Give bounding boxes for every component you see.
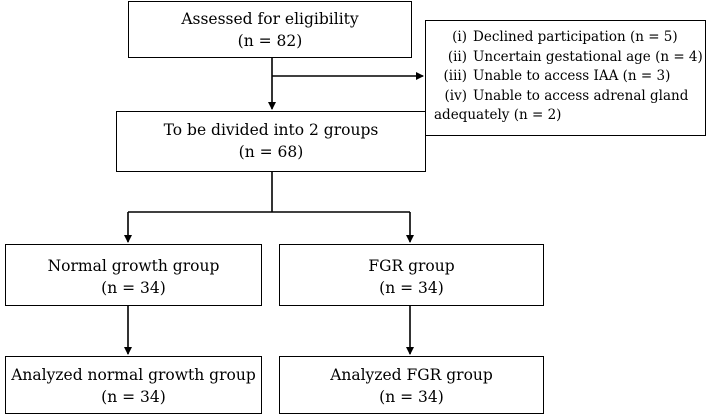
analyzed-normal-title: Analyzed normal growth group — [11, 366, 256, 384]
analyzed-fgr-count: (n = 34) — [379, 388, 444, 406]
analyzed-normal-count: (n = 34) — [101, 388, 166, 406]
exclusion-number: (ii) — [447, 48, 467, 65]
fgr-group-box: FGR group (n = 34) — [279, 244, 544, 306]
exclusion-item: (ii) Uncertain gestational age (n = 4) — [434, 48, 703, 68]
exclusion-text: Unable to access adrenal gland — [473, 87, 689, 104]
exclusion-text: Declined participation (n = 5) — [473, 29, 678, 45]
analyzed-fgr-box: Analyzed FGR group (n = 34) — [279, 356, 544, 414]
fgr-group-title: FGR group — [368, 257, 455, 275]
exclusion-number: (iii) — [443, 68, 468, 84]
exclusion-number: (i) — [452, 29, 467, 45]
assessed-title: Assessed for eligibility — [181, 10, 359, 28]
assessed-count: (n = 82) — [237, 32, 303, 50]
divided-count: (n = 68) — [238, 143, 304, 161]
exclusion-item-continued: adequately (n = 2) — [434, 106, 699, 126]
assessed-box: Assessed for eligibility (n = 82) — [128, 1, 412, 58]
exclusion-text: Unable to access IAA (n = 3) — [473, 68, 671, 84]
analyzed-fgr-title: Analyzed FGR group — [330, 366, 493, 384]
divided-box: To be divided into 2 groups (n = 68) — [116, 111, 426, 172]
normal-group-box: Normal growth group (n = 34) — [5, 244, 262, 306]
exclusion-item: (iv) Unable to access adrenal gland — [434, 87, 699, 107]
exclusion-text: adequately (n = 2) — [434, 107, 562, 123]
normal-group-count: (n = 34) — [101, 279, 166, 297]
exclusion-item: (iii) Unable to access IAA (n = 3) — [434, 67, 699, 87]
fgr-group-count: (n = 34) — [379, 279, 444, 297]
exclusion-box: (i) Declined participation (n = 5) (ii) … — [425, 20, 706, 136]
divided-title: To be divided into 2 groups — [163, 121, 379, 139]
exclusion-text: Uncertain gestational age (n = 4) — [473, 48, 703, 65]
exclusion-item: (i) Declined participation (n = 5) — [434, 28, 699, 48]
exclusion-number: (iv) — [444, 87, 467, 104]
normal-group-title: Normal growth group — [47, 257, 220, 275]
analyzed-normal-box: Analyzed normal growth group (n = 34) — [5, 356, 262, 414]
